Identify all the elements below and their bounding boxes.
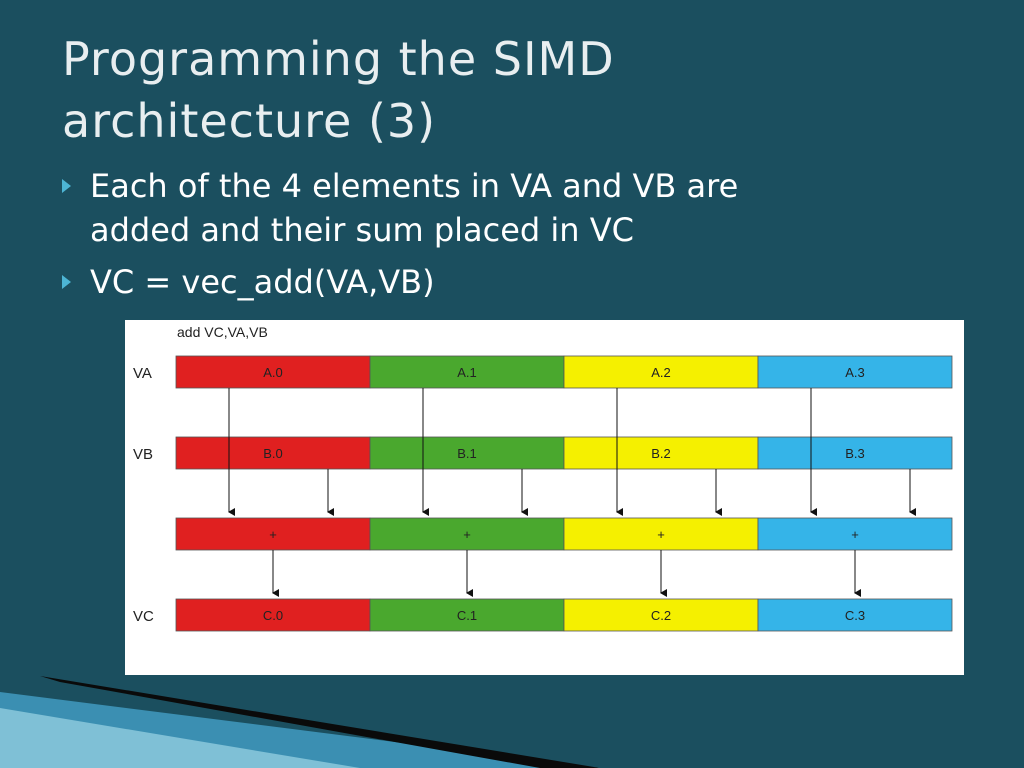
lane-cell xyxy=(757,598,953,632)
title-line-1: Programming the SIMD xyxy=(62,32,615,86)
bullet-arrow-icon xyxy=(62,275,71,289)
diagram-caption: add VC,VA,VB xyxy=(177,324,268,340)
lane-cell xyxy=(369,355,565,389)
lane-cell xyxy=(369,436,565,470)
lane-cell xyxy=(369,598,565,632)
bullet-list: Each of the 4 elements in VA and VB are … xyxy=(62,164,962,312)
lane-cell xyxy=(175,355,371,389)
row-label: VA xyxy=(133,365,152,382)
lane-cell-label: A.3 xyxy=(845,365,865,380)
lane-cell-label: C.1 xyxy=(457,608,477,623)
corner-decoration xyxy=(0,676,600,768)
bullet-text-line: Each of the 4 elements in VA and VB are xyxy=(90,167,739,205)
simd-diagram-svg: add VC,VA,VB VA A.0 A.1 A.2 A.3VB B.0 B.1 B.2 B.… xyxy=(133,324,953,632)
bullet-item: Each of the 4 elements in VA and VB are … xyxy=(62,164,962,252)
bullet-text-line: VC = vec_add(VA,VB) xyxy=(90,263,435,301)
lane-cell-label: + xyxy=(463,527,471,542)
lane-cell-label: B.1 xyxy=(457,446,477,461)
lane-cell xyxy=(757,436,953,470)
lane-cell-label: + xyxy=(851,527,859,542)
lane-cell-label: C.0 xyxy=(263,608,283,623)
lane-cell-label: B.0 xyxy=(263,446,283,461)
lane-cell xyxy=(757,355,953,389)
lane-cell xyxy=(175,598,371,632)
lane-cell xyxy=(175,436,371,470)
bullet-item: VC = vec_add(VA,VB) xyxy=(62,260,962,304)
lane-cell-label: + xyxy=(657,527,665,542)
bullet-text-line: added and their sum placed in VC xyxy=(90,211,634,249)
lane-cell-label: A.2 xyxy=(651,365,671,380)
row-label: VC xyxy=(133,608,154,625)
row-label: VB xyxy=(133,446,153,463)
lane-cell xyxy=(563,436,759,470)
title-line-2: architecture (3) xyxy=(62,94,437,148)
lane-cell-label: A.1 xyxy=(457,365,477,380)
corner-swoosh-dark xyxy=(40,676,600,768)
lane-cell xyxy=(563,355,759,389)
lane-cell xyxy=(757,517,953,551)
lane-cell xyxy=(369,517,565,551)
bullet-arrow-icon xyxy=(62,179,71,193)
lane-cell-label: A.0 xyxy=(263,365,283,380)
slide-title: Programming the SIMD architecture (3) xyxy=(62,28,962,152)
lane-cell-label: C.3 xyxy=(845,608,865,623)
lane-cell-label: C.2 xyxy=(651,608,671,623)
lane-cell-label: B.2 xyxy=(651,446,671,461)
lane-cell-label: B.3 xyxy=(845,446,865,461)
lane-cell-label: + xyxy=(269,527,277,542)
